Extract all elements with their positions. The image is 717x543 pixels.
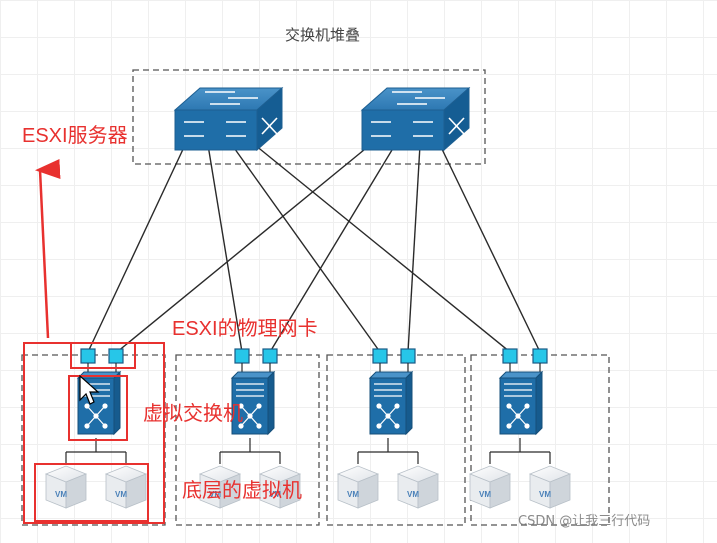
bottom-vm-label: 底层的虚拟机 bbox=[182, 480, 302, 502]
up-arrow bbox=[35, 159, 61, 339]
vswitch-icon bbox=[230, 370, 276, 436]
vm-cube-icon: VM bbox=[336, 465, 380, 509]
vm-label: VM bbox=[407, 490, 419, 499]
switch-stack-box bbox=[132, 69, 486, 165]
vm-label: VM bbox=[115, 490, 127, 499]
host-box-3 bbox=[326, 354, 466, 526]
vswitch-icon bbox=[498, 370, 544, 436]
nic-port-icon bbox=[502, 348, 518, 364]
cursor-icon bbox=[79, 374, 100, 405]
network-switch-icon bbox=[173, 86, 284, 152]
nic-port-icon bbox=[400, 348, 416, 364]
vm-cube-icon: VM bbox=[468, 465, 512, 509]
host-box-4 bbox=[470, 354, 610, 526]
virtual-switch-label: 虚拟交换机 bbox=[143, 403, 243, 425]
nic-port-icon bbox=[532, 348, 548, 364]
uplink-cables bbox=[87, 144, 541, 353]
vm-cube-icon: VM bbox=[44, 465, 88, 509]
vm-label: VM bbox=[55, 490, 67, 499]
physical-nic-label: ESXI的物理网卡 bbox=[172, 318, 318, 340]
vm-cube-icon: VM bbox=[258, 465, 302, 509]
vm-cube-icon: VM bbox=[104, 465, 148, 509]
vswitch-highlight-box bbox=[68, 375, 128, 441]
vm-highlight-box bbox=[34, 463, 149, 522]
vm-label: VM bbox=[479, 490, 491, 499]
nic-port-icon bbox=[80, 348, 96, 364]
vm-cube-icon: VM bbox=[198, 465, 242, 509]
vm-label: VM bbox=[539, 490, 551, 499]
watermark-text: CSDN @让我三行代码 bbox=[518, 514, 651, 529]
nic-port-icon bbox=[372, 348, 388, 364]
nic-highlight-box bbox=[70, 342, 136, 369]
vswitch-icon bbox=[368, 370, 414, 436]
nic-port-icon bbox=[108, 348, 124, 364]
esxi-server-label: ESXI服务器 bbox=[22, 125, 128, 147]
vms: VM VM VM VM VM VM VM VM bbox=[44, 465, 572, 509]
annotation-boxes bbox=[23, 342, 165, 524]
vm-cube-icon: VM bbox=[528, 465, 572, 509]
nic-port-icon bbox=[262, 348, 278, 364]
vm-label: VM bbox=[209, 490, 221, 499]
nic-port-icon bbox=[234, 348, 250, 364]
nic-ports bbox=[80, 348, 548, 364]
vm-label: VM bbox=[269, 490, 281, 499]
vswitch-links bbox=[87, 363, 541, 378]
vm-cube-icon: VM bbox=[396, 465, 440, 509]
network-switch-icon bbox=[360, 86, 471, 152]
vm-links bbox=[65, 438, 551, 464]
vswitches bbox=[76, 370, 544, 436]
vm-label: VM bbox=[347, 490, 359, 499]
diagram-title: 交换机堆叠 bbox=[285, 26, 361, 44]
